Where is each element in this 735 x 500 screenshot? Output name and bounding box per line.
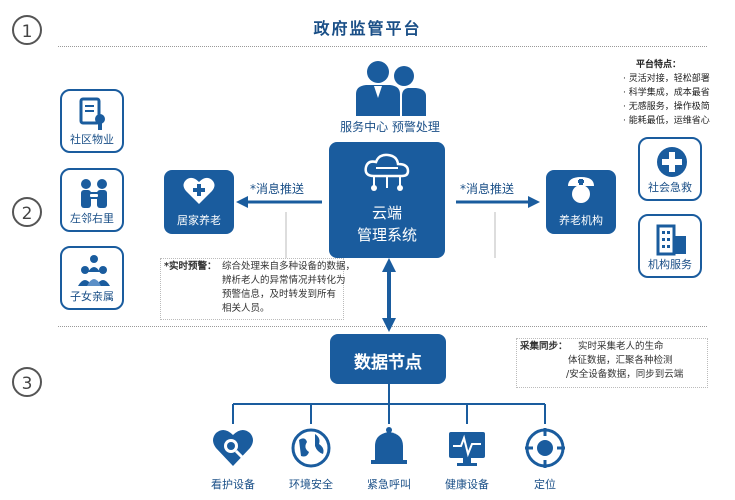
sync-note-box	[516, 338, 708, 388]
feature-item-4: · 能耗最低，运维省心	[623, 116, 710, 126]
device-label: 健康设备	[445, 478, 489, 491]
device-care: 看护设备	[198, 426, 268, 492]
row-number-1: 1	[12, 15, 42, 45]
box-label: 左邻右里	[70, 212, 114, 225]
feature-item-3: · 无感服务，操作极简	[623, 102, 710, 112]
property-icon	[79, 97, 105, 130]
institution-care-box: 养老机构	[546, 170, 616, 234]
page-title: 政府监管平台	[313, 19, 422, 38]
box-community-property: 社区物业	[60, 89, 124, 153]
box-neighbors: 左邻右里	[60, 168, 124, 232]
globe-icon	[291, 428, 331, 468]
box-label: 社会急救	[648, 181, 692, 194]
push-left-label: *消息推送	[250, 182, 305, 196]
box-label: 子女亲属	[70, 290, 114, 303]
box-label: 社区物业	[70, 133, 114, 146]
warning-note-label: *实时预警：	[164, 261, 217, 272]
location-icon	[525, 428, 565, 468]
family-icon	[78, 255, 110, 286]
device-label: 环境安全	[289, 478, 333, 491]
sync-note-line-2: 体征数据，汇聚各种检测	[568, 355, 673, 366]
warning-note-box	[160, 258, 344, 320]
feature-item-2: · 科学集成，成本最省	[623, 88, 710, 98]
arrow-right-head	[528, 196, 540, 208]
feature-item-1: · 灵活对接，轻松部署	[623, 74, 710, 84]
row-number-2: 2	[12, 197, 42, 227]
warning-note-line-1: 综合处理来自多种设备的数据，	[222, 261, 356, 272]
neighbor-icon	[81, 179, 107, 208]
sync-note-label: 采集同步：	[520, 341, 568, 352]
device-label: 看护设备	[211, 478, 255, 491]
monitor-icon	[449, 432, 485, 466]
data-node-box: 数据节点	[330, 334, 446, 384]
home-care-label: 居家养老	[177, 214, 221, 227]
service-center-label: 服务中心 预警处理	[340, 120, 440, 134]
first-aid-icon	[657, 147, 687, 177]
box-family: 子女亲属	[60, 246, 124, 310]
arrow-down-head	[382, 318, 396, 332]
sync-note-line-1: 实时采集老人的生命	[578, 341, 664, 352]
warning-note-line-4: 相关人员。	[222, 303, 270, 314]
people-icon	[356, 61, 426, 116]
divider-middle	[58, 326, 707, 327]
arrow-up-head	[382, 258, 396, 272]
cloud-label-line2: 管理系统	[356, 226, 417, 244]
warning-note-line-3: 预警信息，及时转发到所有	[222, 289, 337, 300]
device-label: 定位	[534, 478, 556, 491]
arrow-left-head	[236, 196, 248, 208]
bell-icon	[371, 427, 407, 464]
heart-plus-icon	[183, 177, 215, 204]
features-title: 平台特点：	[636, 60, 682, 70]
device-emergency-call: 紧急呼叫	[354, 426, 424, 492]
data-node-label: 数据节点	[354, 353, 422, 373]
divider-top	[58, 46, 707, 47]
institution-care-label: 养老机构	[559, 214, 603, 227]
device-health: 健康设备	[432, 426, 502, 492]
care-device-icon	[213, 429, 253, 466]
nurse-icon	[568, 177, 594, 203]
device-environment: 环境安全	[276, 426, 346, 492]
sync-note-line-3: /安全设备数据，同步到云端	[566, 369, 684, 380]
cloud-icon	[364, 153, 410, 191]
box-emergency: 社会急救	[638, 137, 702, 201]
cloud-label-line1: 云端	[371, 204, 402, 222]
device-label: 紧急呼叫	[367, 478, 411, 491]
device-location: 定位	[510, 426, 580, 492]
box-label: 机构服务	[648, 258, 692, 271]
cloud-management-box: 云端 管理系统	[329, 142, 445, 258]
warning-note-line-2: 辨析老人的异常情况并转化为	[222, 275, 346, 286]
row-number-3: 3	[12, 367, 42, 397]
box-institution-service: 机构服务	[638, 214, 702, 278]
building-icon	[656, 224, 686, 256]
home-care-box: 居家养老	[164, 170, 234, 234]
push-right-label: *消息推送	[460, 182, 515, 196]
